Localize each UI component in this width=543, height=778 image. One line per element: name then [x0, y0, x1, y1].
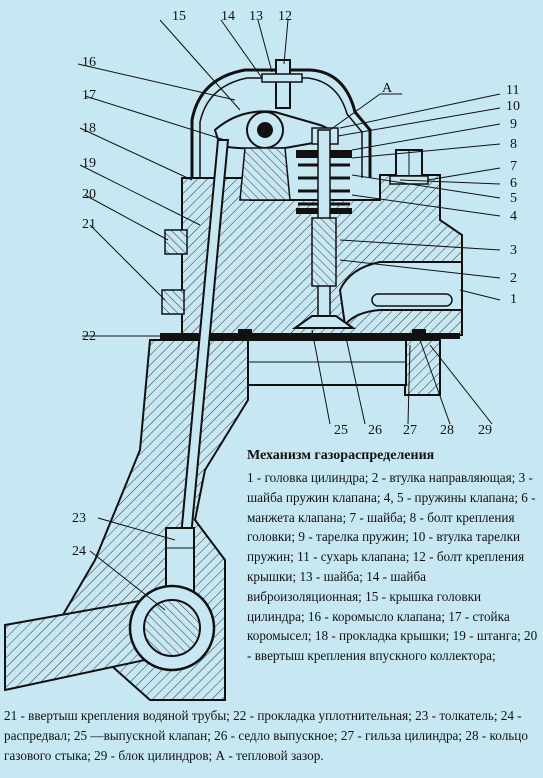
- label-1: 1: [510, 292, 517, 307]
- label-23: 23: [72, 511, 86, 526]
- head-gasket: [160, 329, 460, 339]
- label-9: 9: [510, 117, 517, 132]
- cylinder-sleeve: [247, 339, 407, 386]
- label-A: А: [382, 81, 393, 96]
- label-18: 18: [82, 121, 96, 136]
- label-20: 20: [82, 187, 96, 202]
- label-28: 28: [440, 423, 454, 438]
- leader-lines: [77, 19, 501, 611]
- label-26: 26: [368, 423, 382, 438]
- part-labels: 15 14 13 12 16 17 18 19 20 21 22 23 24 А…: [72, 9, 520, 559]
- caption-legend-block: 1 - головка цилиндра; 2 - втулка направл…: [247, 470, 538, 664]
- label-8: 8: [510, 137, 517, 152]
- label-7: 7: [510, 159, 517, 174]
- label-16: 16: [82, 55, 96, 70]
- camshaft: [4, 584, 216, 692]
- label-12: 12: [278, 9, 292, 24]
- inserts: [161, 229, 188, 315]
- label-21: 21: [82, 217, 96, 232]
- exhaust-valve: [291, 129, 357, 329]
- label-5: 5: [510, 191, 517, 206]
- label-19: 19: [82, 156, 96, 171]
- label-22: 22: [82, 329, 96, 344]
- head-cover: [190, 59, 372, 178]
- label-3: 3: [510, 243, 517, 258]
- label-2: 2: [510, 271, 517, 286]
- rocker-arm: [213, 110, 333, 201]
- label-17: 17: [82, 88, 96, 103]
- label-24: 24: [72, 544, 86, 559]
- label-13: 13: [249, 9, 263, 24]
- label-10: 10: [506, 99, 520, 114]
- label-11: 11: [506, 83, 519, 98]
- label-15: 15: [172, 9, 186, 24]
- label-4: 4: [510, 209, 517, 224]
- label-14: 14: [221, 9, 235, 24]
- caption-title: Механизм газораспределения: [247, 448, 435, 463]
- caption-legend-wide: 21 - ввертыш крепления водяной трубы; 22…: [4, 708, 528, 763]
- label-27: 27: [403, 423, 417, 438]
- label-6: 6: [510, 176, 517, 191]
- label-25: 25: [334, 423, 348, 438]
- label-29: 29: [478, 423, 492, 438]
